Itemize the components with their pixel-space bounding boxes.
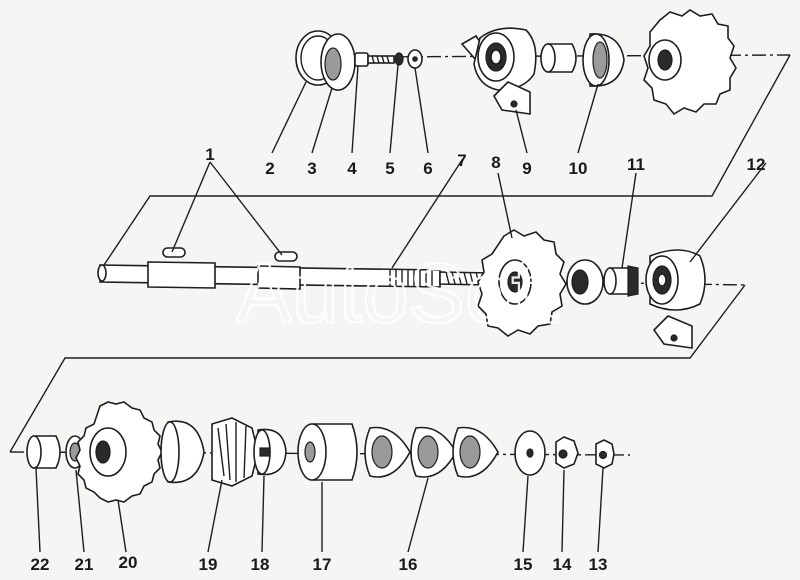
callout-4: 4 bbox=[347, 159, 357, 178]
part-19-clutch-half bbox=[160, 417, 259, 487]
part-8-drive-sprocket bbox=[477, 229, 567, 337]
leader-lines bbox=[35, 64, 767, 553]
callout-1: 1 bbox=[205, 145, 214, 164]
callout-18: 18 bbox=[251, 555, 270, 574]
part-18-gear-hub bbox=[253, 428, 287, 476]
part-20-large-sprocket bbox=[75, 401, 163, 503]
part-5-lock-washer bbox=[394, 52, 404, 66]
part-7-splined-shaft bbox=[97, 261, 491, 290]
callout-10: 10 bbox=[569, 159, 588, 178]
part-12-bearing-housing bbox=[645, 249, 706, 349]
part-1-keys bbox=[162, 247, 298, 262]
callout-6: 6 bbox=[423, 159, 432, 178]
part-bushing-top bbox=[540, 43, 577, 73]
part-6-flat-washer bbox=[407, 49, 423, 69]
callout-20: 20 bbox=[119, 553, 138, 572]
callout-13: 13 bbox=[589, 555, 608, 574]
callout-5: 5 bbox=[385, 159, 394, 178]
callout-15: 15 bbox=[514, 555, 533, 574]
part-17-cylinder bbox=[297, 423, 358, 481]
callout-19: 19 bbox=[199, 555, 218, 574]
callout-22: 22 bbox=[31, 555, 50, 574]
callout-8: 8 bbox=[491, 153, 500, 172]
callout-21: 21 bbox=[75, 555, 94, 574]
callout-9: 9 bbox=[522, 159, 531, 178]
part-13-nut bbox=[595, 439, 615, 469]
callout-16: 16 bbox=[399, 555, 418, 574]
part-top-sprocket bbox=[643, 9, 737, 116]
part-spacer-ring-middle bbox=[566, 259, 604, 305]
part-16-spring-washers bbox=[364, 426, 499, 478]
callout-11: 11 bbox=[627, 155, 645, 174]
part-10-bearing-cup bbox=[582, 33, 625, 87]
callout-2: 2 bbox=[265, 159, 274, 178]
callout-17: 17 bbox=[313, 555, 332, 574]
callout-labels: 1 2 3 4 5 6 7 8 9 10 11 12 13 14 15 16 1… bbox=[31, 145, 766, 574]
watermark-text: AutoSoft bbox=[236, 246, 558, 340]
callout-12: 12 bbox=[747, 155, 766, 174]
part-4-bolt bbox=[354, 52, 395, 67]
part-14-nut bbox=[555, 436, 579, 469]
part-15-flat-washer bbox=[514, 430, 546, 476]
part-11-bushing bbox=[603, 265, 639, 297]
callout-3: 3 bbox=[307, 159, 316, 178]
part-9-bearing-housing bbox=[460, 27, 537, 115]
part-22-sleeve bbox=[26, 435, 61, 469]
part-3-cover-cap bbox=[320, 33, 356, 91]
callout-7: 7 bbox=[457, 151, 466, 170]
callout-14: 14 bbox=[553, 555, 572, 574]
